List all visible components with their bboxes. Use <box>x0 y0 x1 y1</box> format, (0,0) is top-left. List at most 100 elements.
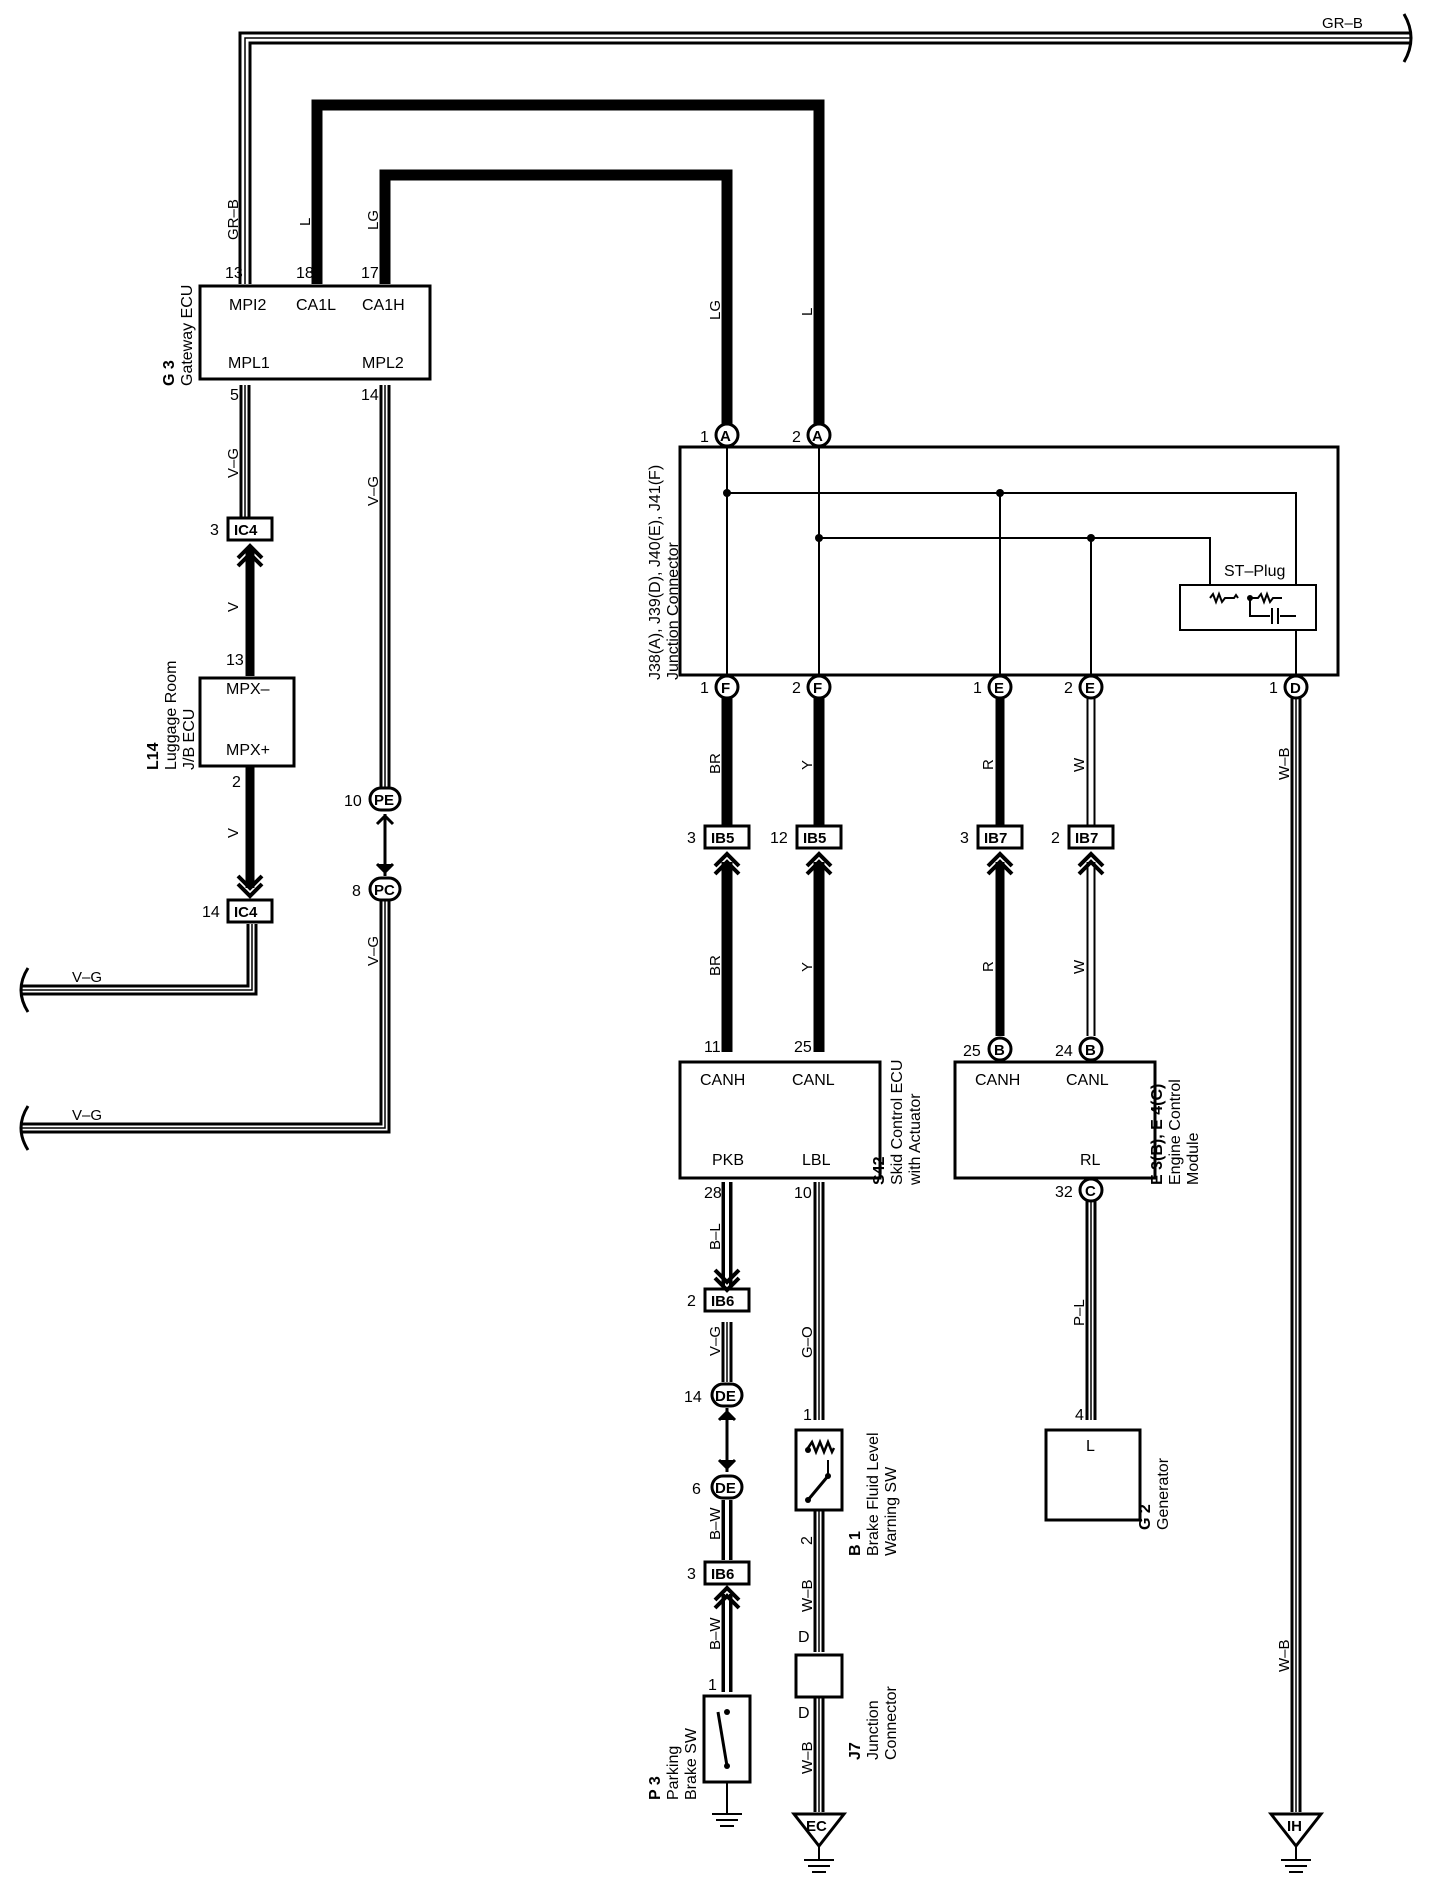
svg-text:IH: IH <box>1287 1818 1302 1835</box>
svg-text:1: 1 <box>1269 680 1278 697</box>
wire-label: BR <box>707 955 724 976</box>
engine-control-module: CANH CANL RL B 25 B 24 C 32 E 3(B), E 4(… <box>953 1036 1202 1203</box>
svg-text:14: 14 <box>361 387 379 404</box>
svg-text:8: 8 <box>352 883 361 900</box>
svg-text:CANH: CANH <box>975 1072 1020 1089</box>
svg-text:IB5: IB5 <box>803 830 826 847</box>
wire-label: GR–B <box>1322 15 1363 32</box>
wire-label: G–O <box>799 1326 816 1358</box>
svg-text:10: 10 <box>794 1185 812 1202</box>
svg-text:11: 11 <box>704 1039 721 1056</box>
connector-pc: PC 8 <box>352 876 402 902</box>
wire-label: GR–B <box>225 199 242 240</box>
connector-ib6-2: IB6 3 <box>687 1560 751 1610</box>
generator: L 4 G 2 Generator <box>1044 1407 1172 1530</box>
svg-text:3: 3 <box>687 1566 696 1583</box>
svg-text:F: F <box>813 680 822 697</box>
wire-label: V <box>225 828 242 838</box>
svg-text:B 1: B 1 <box>847 1531 864 1556</box>
svg-text:MPI2: MPI2 <box>229 297 266 314</box>
svg-text:E: E <box>1085 680 1095 697</box>
svg-text:2: 2 <box>687 1293 696 1310</box>
svg-text:D: D <box>798 1629 810 1646</box>
brake-fluid-level-warning-sw: 1 2 B 1 Brake Fluid Level Warning SW <box>794 1407 900 1556</box>
wire-label: BR <box>707 753 724 774</box>
connector-ib5-1: IB5 3 <box>687 824 751 876</box>
svg-text:P 3: P 3 <box>647 1776 664 1800</box>
svg-text:EC: EC <box>806 1818 827 1835</box>
svg-text:S42: S42 <box>871 1156 888 1185</box>
svg-text:G 3: G 3 <box>161 360 178 386</box>
svg-text:CA1L: CA1L <box>296 297 336 314</box>
connector-ic4-bottom: IC4 14 <box>202 874 274 924</box>
svg-text:13: 13 <box>225 265 243 282</box>
svg-text:LBL: LBL <box>802 1152 831 1169</box>
svg-text:J7: J7 <box>847 1742 864 1760</box>
svg-text:L14: L14 <box>145 742 162 770</box>
svg-text:32: 32 <box>1055 1184 1073 1201</box>
svg-text:1: 1 <box>700 429 709 446</box>
connector-de-1: DE 14 <box>684 1382 744 1472</box>
svg-text:17: 17 <box>361 265 379 282</box>
svg-text:MPL1: MPL1 <box>228 355 270 372</box>
svg-text:D: D <box>798 1705 810 1722</box>
wire-label: B–W <box>707 1507 724 1540</box>
svg-text:10: 10 <box>344 793 362 810</box>
junction-pin-d1: D 1 <box>1269 674 1309 700</box>
wire-continuation-mark <box>1402 13 1413 63</box>
j7-junction-connector: D D J7 Junction Connector <box>794 1629 900 1760</box>
svg-text:CANL: CANL <box>792 1072 835 1089</box>
svg-text:with Actuator: with Actuator <box>907 1093 924 1186</box>
svg-text:Engine Control: Engine Control <box>1167 1079 1184 1185</box>
junction-pin-e2: E 2 <box>1064 674 1104 700</box>
wire-label: V–G <box>365 476 382 506</box>
svg-text:L: L <box>1086 1438 1095 1455</box>
svg-text:IB6: IB6 <box>711 1566 734 1583</box>
wire-label: V–G <box>225 448 242 478</box>
svg-text:25: 25 <box>963 1043 981 1060</box>
svg-text:6: 6 <box>692 1481 701 1498</box>
connector-ib5-2: IB5 12 <box>770 824 843 876</box>
junction-connector: ST–Plug J38(A), J39(D), J40(E), J41(F) J… <box>647 445 1340 680</box>
svg-text:3: 3 <box>960 830 969 847</box>
svg-text:E 3(B), E 4(C): E 3(B), E 4(C) <box>1149 1084 1166 1185</box>
svg-text:14: 14 <box>202 904 220 921</box>
wire-label: W <box>1071 959 1088 974</box>
svg-text:Brake Fluid Level: Brake Fluid Level <box>865 1432 882 1556</box>
svg-text:25: 25 <box>794 1039 812 1056</box>
svg-text:DE: DE <box>715 1388 736 1405</box>
svg-text:1: 1 <box>803 1407 812 1424</box>
luggage-room-jb-ecu: MPX– MPX+ 13 2 L14 Luggage Room J/B ECU <box>145 652 296 791</box>
svg-text:CANH: CANH <box>700 1072 745 1089</box>
wire-label: W–B <box>799 1741 816 1774</box>
svg-text:Warning SW: Warning SW <box>883 1466 900 1556</box>
svg-text:CANL: CANL <box>1066 1072 1109 1089</box>
svg-text:G 2: G 2 <box>1137 1504 1154 1530</box>
svg-text:1: 1 <box>700 680 709 697</box>
connector-ib6-1: IB6 2 <box>687 1268 751 1313</box>
wire-label: W–B <box>1276 747 1293 780</box>
svg-text:Luggage Room: Luggage Room <box>163 661 180 770</box>
wire-label: LG <box>365 210 382 230</box>
svg-text:2: 2 <box>799 1536 816 1545</box>
wire-gr-b <box>238 13 1413 284</box>
connector-de-2: DE 6 <box>692 1474 744 1500</box>
st-plug-label: ST–Plug <box>1224 563 1285 580</box>
svg-text:E: E <box>994 680 1004 697</box>
wire-label: W–B <box>799 1579 816 1612</box>
svg-text:2: 2 <box>792 429 801 446</box>
wire-label: V–G <box>72 969 102 986</box>
wire-label: R <box>980 961 997 972</box>
ground-ih: IH <box>1267 1812 1325 1873</box>
svg-text:5: 5 <box>230 387 239 404</box>
connector-ib7-2: IB7 2 <box>1051 824 1115 876</box>
svg-text:DE: DE <box>715 1480 736 1497</box>
wire-label: W–B <box>1276 1639 1293 1672</box>
junction-code: J38(A), J39(D), J40(E), J41(F) <box>647 465 664 680</box>
wire-v-g-right <box>19 385 391 1151</box>
wire-label: L <box>297 218 314 226</box>
svg-text:IC4: IC4 <box>234 522 258 539</box>
svg-text:18: 18 <box>296 265 314 282</box>
svg-text:J/B ECU: J/B ECU <box>181 709 198 770</box>
